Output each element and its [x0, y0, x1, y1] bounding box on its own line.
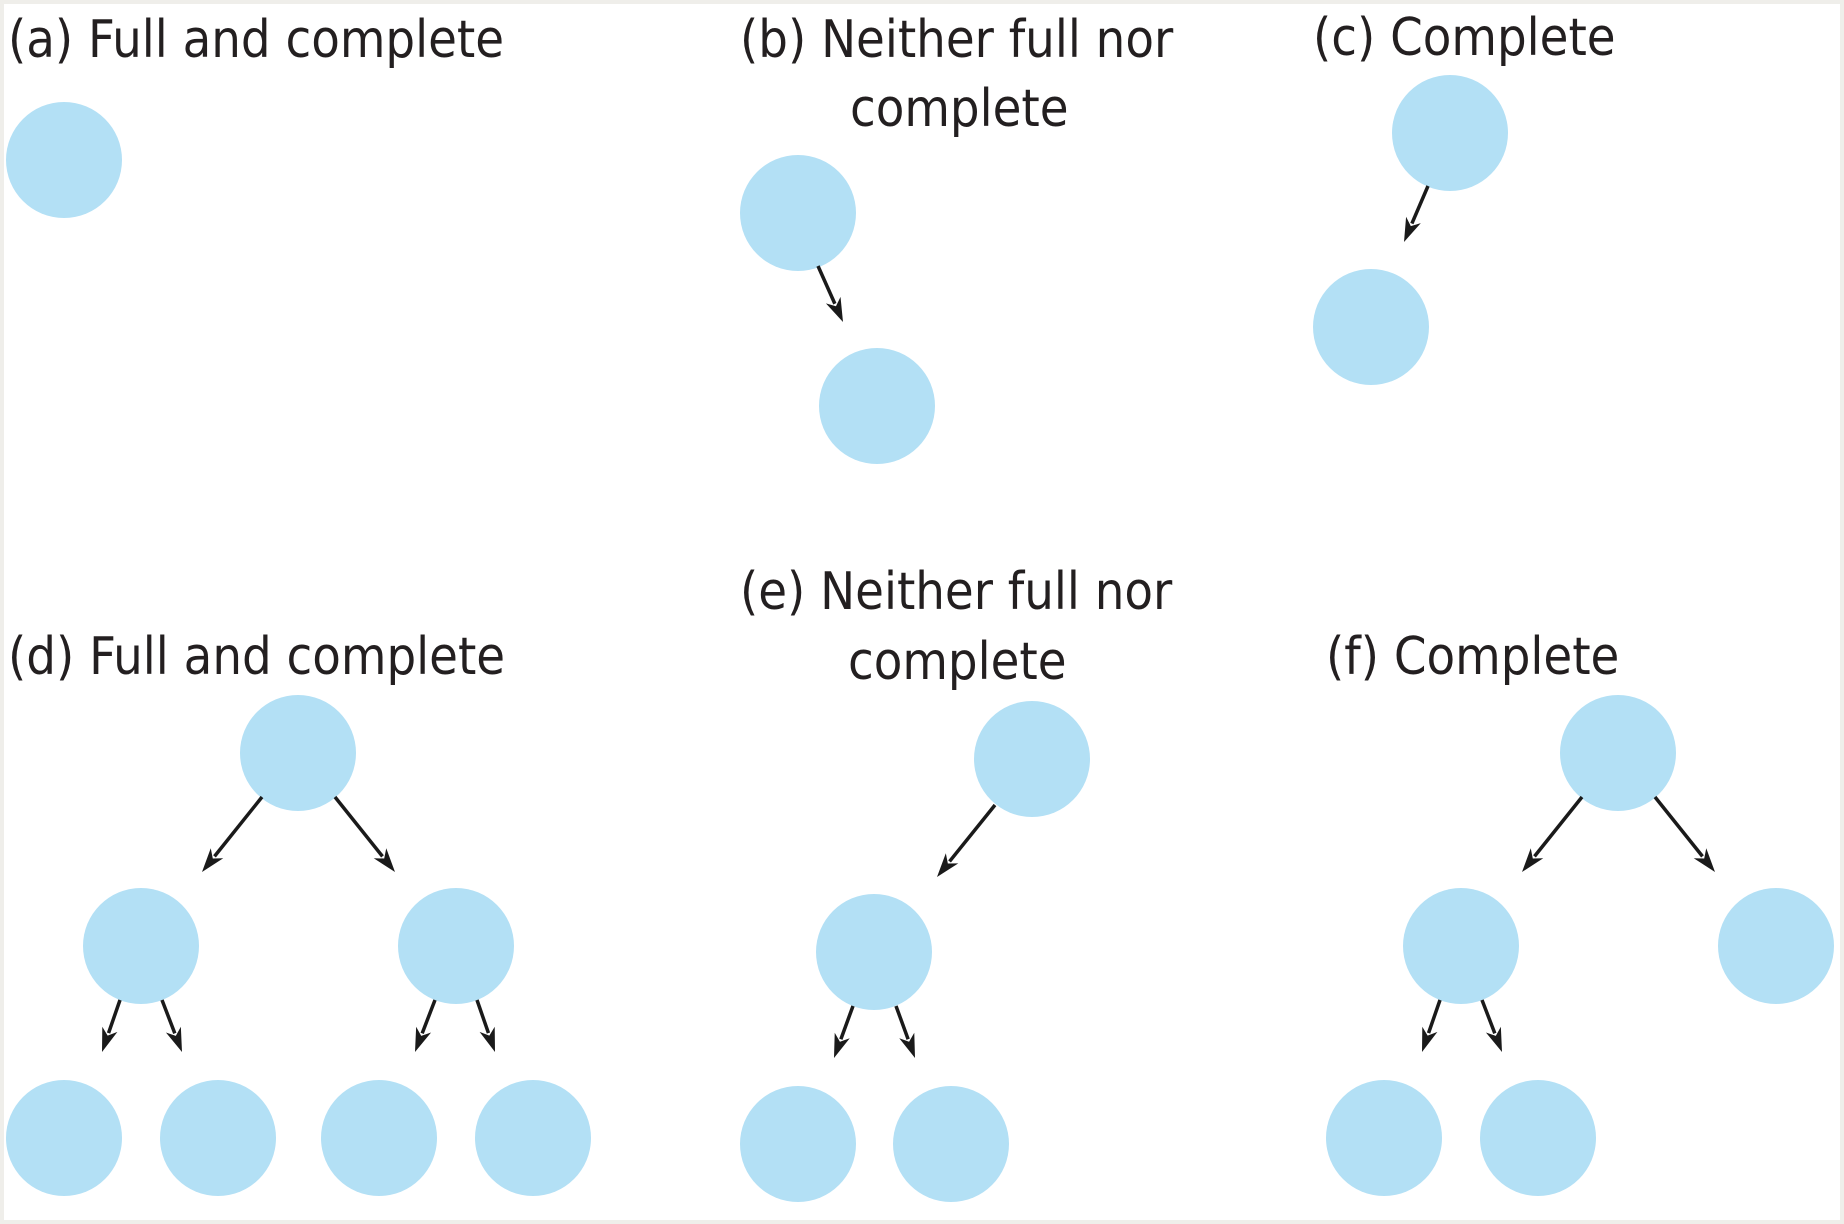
edge-line — [1410, 185, 1430, 225]
edge-line — [839, 1005, 855, 1040]
panel-a-node-root — [6, 102, 122, 218]
arrowhead — [937, 853, 959, 877]
arrowhead — [834, 1032, 850, 1058]
arrowhead — [1404, 216, 1421, 242]
panel-d-node-left — [83, 888, 199, 1004]
panel-c-edge — [1404, 185, 1430, 242]
panel-e: (e) Neither full nor complete — [740, 562, 1173, 1202]
edge-line — [816, 265, 837, 305]
panel-e-node-root — [974, 701, 1090, 817]
panel-d-node-root — [240, 695, 356, 811]
edge-line — [1653, 795, 1704, 858]
arrowhead — [415, 1026, 432, 1052]
panel-e-node-left — [816, 894, 932, 1010]
edge-line — [475, 999, 491, 1034]
panel-d-node-leaf-4 — [475, 1080, 591, 1196]
edge-line — [213, 795, 264, 858]
edge-line — [420, 999, 437, 1034]
panel-f-node-leaf-1 — [1326, 1080, 1442, 1196]
panel-f-edge-root-right — [1653, 795, 1715, 872]
arrowhead — [1422, 1026, 1438, 1052]
arrowhead — [1485, 1026, 1502, 1052]
panel-c-node-root — [1392, 75, 1508, 191]
panel-d-node-leaf-2 — [160, 1080, 276, 1196]
panel-d-edge-root-right — [333, 795, 395, 872]
panel-f: (f) Complete — [1326, 627, 1834, 1196]
panel-e-edge-root-left — [937, 803, 997, 877]
panel-e-edge-left-leaf-2 — [894, 1005, 915, 1058]
panel-f-node-right — [1718, 888, 1834, 1004]
panel-f-edge-left-leaf-2 — [1480, 999, 1502, 1052]
edge-line — [894, 1005, 910, 1040]
panel-e-node-leaf-1 — [740, 1086, 856, 1202]
panel-f-edge-left-leaf-1 — [1422, 999, 1442, 1052]
panel-b: (b) Neither full nor complete — [740, 10, 1174, 464]
arrowhead — [102, 1026, 118, 1052]
panel-b-edge — [816, 265, 843, 322]
panel-a-caption: (a) Full and complete — [8, 10, 504, 70]
panel-d-node-leaf-3 — [321, 1080, 437, 1196]
panel-c-caption: (c) Complete — [1313, 8, 1616, 68]
edge-line — [1480, 999, 1497, 1034]
panel-d-node-right — [398, 888, 514, 1004]
panel-d-edge-left-leaf-1 — [102, 999, 122, 1052]
panel-f-edge-root-left — [1522, 795, 1584, 872]
panel-b-node-child — [819, 348, 935, 464]
arrowhead — [373, 848, 395, 872]
edge-line — [1426, 999, 1442, 1034]
figure-background — [4, 4, 1840, 1220]
panel-b-node-root — [740, 155, 856, 271]
panel-b-caption-line-1: (b) Neither full nor — [740, 10, 1174, 70]
arrowhead — [1693, 848, 1715, 872]
arrowhead — [1522, 848, 1544, 872]
panel-d-edge-right-leaf-3 — [415, 999, 437, 1052]
panel-e-node-leaf-2 — [893, 1086, 1009, 1202]
arrowhead — [165, 1026, 182, 1052]
panel-e-caption-line-1: (e) Neither full nor — [740, 562, 1173, 622]
edge-line — [948, 803, 997, 863]
panel-e-caption-line-2: complete — [848, 632, 1067, 692]
panel-f-node-left — [1403, 888, 1519, 1004]
panel-c-node-left-child — [1313, 269, 1429, 385]
arrowhead — [899, 1032, 915, 1058]
edge-line — [1533, 795, 1584, 858]
edge-line — [160, 999, 177, 1034]
panel-d: (d) Full and complete — [6, 627, 591, 1196]
panel-f-node-root — [1560, 695, 1676, 811]
panel-d-edge-root-left — [202, 795, 264, 872]
arrowhead — [825, 296, 843, 322]
arrowhead — [479, 1026, 495, 1052]
panel-e-edge-left-leaf-1 — [834, 1005, 855, 1058]
panel-d-edge-left-leaf-2 — [160, 999, 182, 1052]
edge-line — [106, 999, 122, 1034]
edge-line — [333, 795, 384, 858]
arrowhead — [202, 848, 224, 872]
panel-c: (c) Complete — [1313, 8, 1616, 385]
panel-f-caption: (f) Complete — [1326, 627, 1619, 687]
panel-d-node-leaf-1 — [6, 1080, 122, 1196]
panel-d-caption: (d) Full and complete — [8, 627, 505, 687]
panel-d-edge-right-leaf-4 — [475, 999, 495, 1052]
panel-b-caption-line-2: complete — [850, 79, 1069, 139]
panel-f-node-leaf-2 — [1480, 1080, 1596, 1196]
panel-a: (a) Full and complete — [6, 10, 504, 218]
